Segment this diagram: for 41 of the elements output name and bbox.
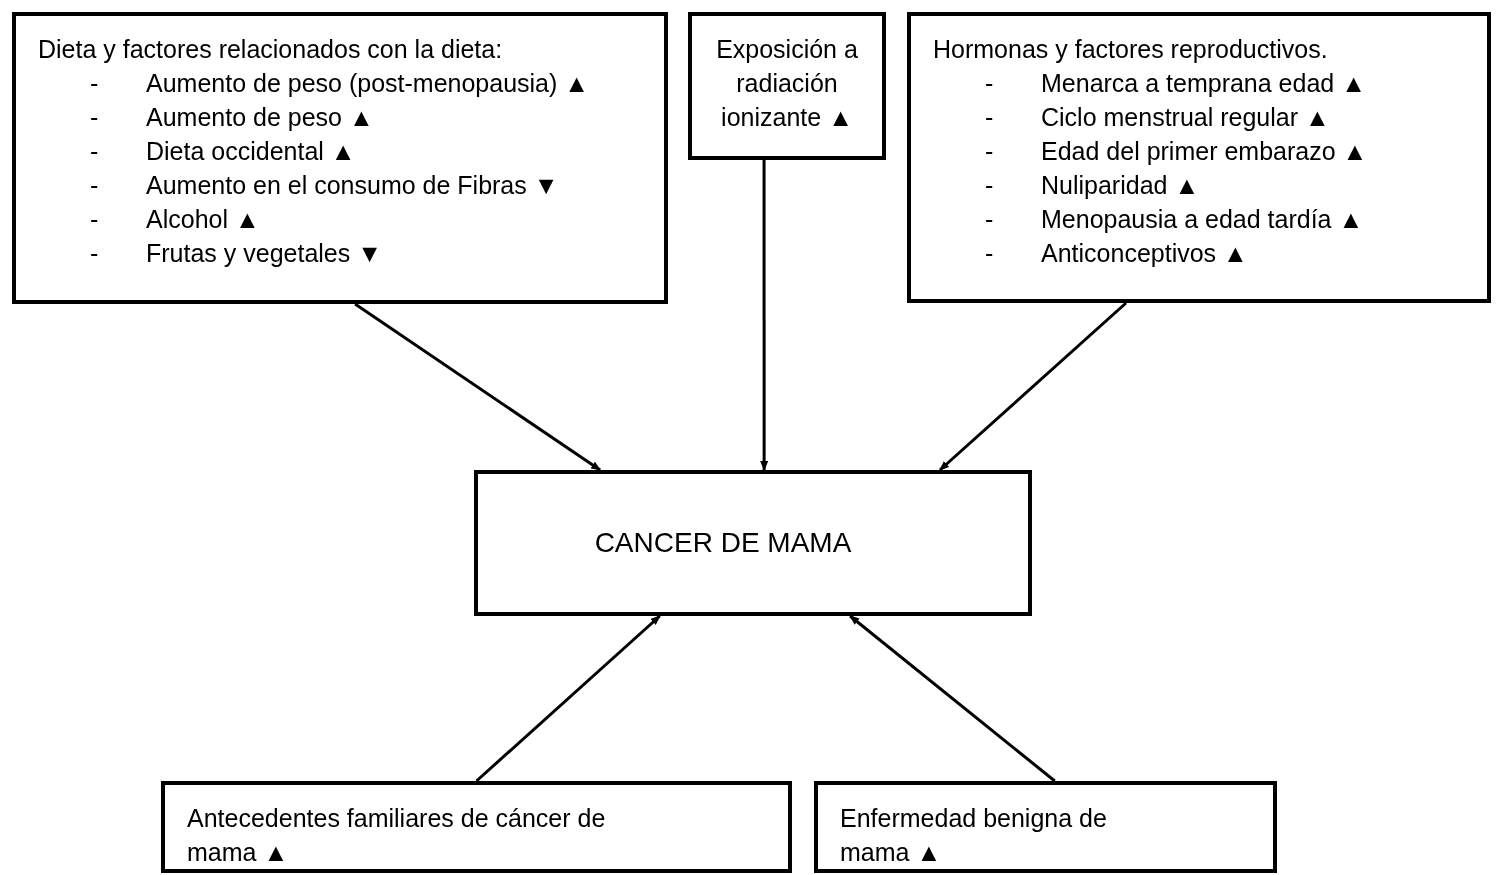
box-text: Exposición a radiación ionizante ▲ bbox=[715, 34, 859, 133]
list-item: Nuliparidad ▲ bbox=[1041, 170, 1200, 201]
text-box bbox=[474, 470, 1032, 616]
list-bullet: - bbox=[985, 136, 995, 167]
list-bullet: - bbox=[90, 102, 100, 133]
list-item: Edad del primer embarazo ▲ bbox=[1041, 136, 1368, 167]
list-bullet: - bbox=[90, 170, 100, 201]
text-box bbox=[161, 781, 792, 873]
list-bullet: - bbox=[985, 102, 995, 133]
list-item: Aumento de peso ▲ bbox=[146, 102, 374, 133]
box-heading: Hormonas y factores reproductivos. bbox=[933, 34, 1329, 65]
box-text: Enfermedad benigna de mama ▲ bbox=[840, 803, 1108, 868]
text-box bbox=[907, 12, 1491, 303]
list-item: Alcohol ▲ bbox=[146, 204, 260, 235]
list-item: Aumento en el consumo de Fibras ▼ bbox=[146, 170, 559, 201]
arrow bbox=[760, 160, 769, 471]
list-bullet: - bbox=[90, 204, 100, 235]
list-bullet: - bbox=[985, 170, 995, 201]
list-item: Aumento de peso (post-menopausia) ▲ bbox=[146, 68, 590, 99]
text-box bbox=[688, 12, 886, 160]
box-text: Antecedentes familiares de cáncer de mama ▲ bbox=[187, 803, 607, 868]
list-bullet: - bbox=[985, 68, 995, 99]
text-box bbox=[12, 12, 668, 304]
arrow bbox=[849, 614, 1056, 783]
list-bullet: - bbox=[90, 68, 100, 99]
arrow bbox=[938, 301, 1127, 472]
list-item: Dieta occidental ▲ bbox=[146, 136, 356, 167]
arrow bbox=[475, 614, 661, 783]
list-bullet: - bbox=[985, 204, 995, 235]
list-item: Ciclo menstrual regular ▲ bbox=[1041, 102, 1330, 133]
list-item: Frutas y vegetales ▼ bbox=[146, 238, 382, 269]
box-title: CANCER DE MAMA bbox=[594, 526, 852, 560]
arrow bbox=[354, 302, 601, 472]
text-box bbox=[814, 781, 1277, 873]
list-bullet: - bbox=[90, 136, 100, 167]
list-item: Anticonceptivos ▲ bbox=[1041, 238, 1248, 269]
list-item: Menarca a temprana edad ▲ bbox=[1041, 68, 1366, 99]
box-heading: Dieta y factores relacionados con la dieta: bbox=[38, 34, 504, 65]
list-bullet: - bbox=[90, 238, 100, 269]
list-bullet: - bbox=[985, 238, 995, 269]
list-item: Menopausia a edad tardía ▲ bbox=[1041, 204, 1364, 235]
